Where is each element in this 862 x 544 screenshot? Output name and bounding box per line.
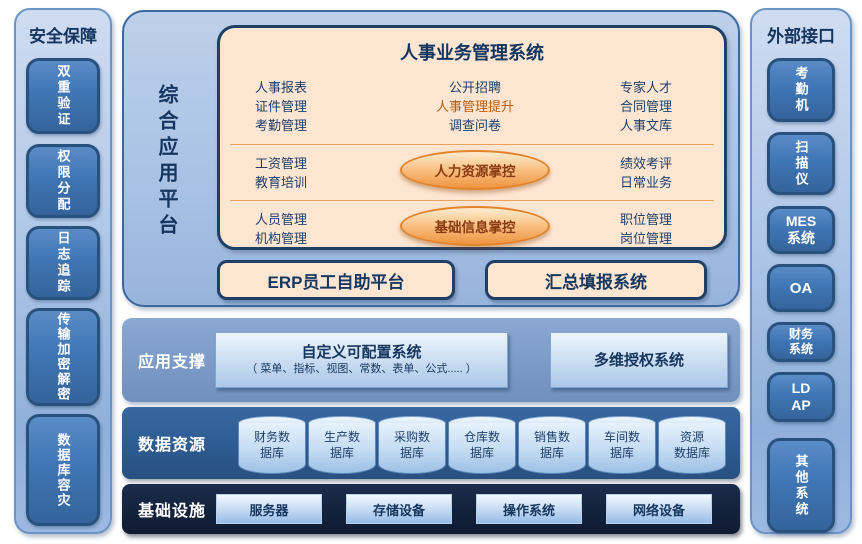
database-cylinder-production: 生产数 据库 [308,416,376,474]
feature-item: 人事报表 [255,80,308,95]
security-panel-title: 安全保障 [29,27,97,46]
feature-item: 岗位管理 [620,231,673,246]
feature-group-right-row2: 绩效考评 日常业务 [620,154,672,192]
interface-item-mes-system: MES 系统 [767,206,835,254]
security-item-log-tracking: 日志追踪 [26,226,100,300]
security-item-permission-assign: 权限分配 [26,144,100,218]
feature-item: 人事文库 [620,118,673,133]
feature-group-left-row2: 工资管理 教育培训 [255,154,307,192]
feature-item: 合同管理 [620,99,673,114]
app-support-label: 应用支撑 [138,354,207,371]
interface-item-attendance-machine: 考勤机 [767,58,835,122]
database-cylinder-warehouse: 仓库数 据库 [448,416,516,474]
platform-label: 综合应用平台 [155,84,177,240]
feature-group-right-row1: 专家人才 合同管理 人事文库 [620,78,672,135]
hr-business-system-panel: 人事业务管理系统 人事报表 证件管理 考勤管理 公开招聘 人事管理提升 调查问卷… [217,25,727,250]
feature-item: 专家人才 [620,80,673,95]
security-panel: 安全保障 双重验证 权限分配 日志追踪 传输加密解密 数据库容灾 [14,8,112,534]
data-resources-panel: 数据资源 财务数 据库 生产数 据库 采购数 据库 仓库数 据库 销售数 据库 … [122,407,740,479]
feature-item: 证件管理 [255,99,308,114]
feature-group-middle-row1: 公开招聘 人事管理提升 调查问卷 [375,78,575,135]
security-item-db-disaster-recovery: 数据库容灾 [26,414,100,526]
summary-reporting-button: 汇总填报系统 [485,260,707,300]
multi-dim-auth-label: 多维授权系统 [593,351,684,369]
interface-item-other-systems: 其他系统 [767,438,835,533]
erp-self-service-button: ERP员工自助平台 [217,260,455,300]
data-resources-label: 数据资源 [138,437,207,454]
feature-item-highlighted: 人事管理提升 [435,99,514,114]
feature-group-left-row1: 人事报表 证件管理 考勤管理 [255,78,307,135]
feature-item: 绩效考评 [620,156,673,171]
feature-item: 日常业务 [620,175,673,190]
feature-item: 工资管理 [255,156,308,171]
base-info-control-ellipse: 基础信息掌控 [400,206,550,246]
feature-group-left-row3: 人员管理 机构管理 [255,210,307,248]
feature-item: 考勤管理 [255,118,308,133]
infra-box-os: 操作系统 [476,494,582,524]
configurable-system-subtitle: （ 菜单、指标、视图、常数、表单、公式..... ） [246,363,477,375]
infra-box-network: 网络设备 [606,494,712,524]
configurable-system-title: 自定义可配置系统 [301,344,422,361]
app-support-panel: 应用支撑 自定义可配置系统 （ 菜单、指标、视图、常数、表单、公式..... ）… [122,318,740,402]
infra-box-server: 服务器 [216,494,322,524]
external-interface-panel-title: 外部接口 [767,27,835,46]
database-cylinder-workshop: 车间数 据库 [588,416,656,474]
hr-system-title: 人事业务管理系统 [400,43,544,63]
external-interface-panel: 外部接口 考勤机 扫描仪 MES 系统 OA 财务 系统 LD AP 其他系统 [750,8,852,534]
infrastructure-label: 基础设施 [138,503,207,520]
database-row: 财务数 据库 生产数 据库 采购数 据库 仓库数 据库 销售数 据库 车间数 据… [238,416,726,474]
feature-item: 机构管理 [255,231,308,246]
feature-item: 教育培训 [255,175,308,190]
interface-item-oa: OA [767,264,835,312]
feature-item: 调查问卷 [448,118,501,133]
interface-item-scanner: 扫描仪 [767,132,835,195]
security-item-encryption: 传输加密解密 [26,308,100,406]
feature-group-right-row3: 职位管理 岗位管理 [620,210,672,248]
feature-item: 人员管理 [255,212,308,227]
interface-item-ldap: LD AP [767,372,835,422]
database-cylinder-finance: 财务数 据库 [238,416,306,474]
application-platform-panel: 综合应用平台 人事业务管理系统 人事报表 证件管理 考勤管理 公开招聘 人事管理… [122,10,740,307]
multi-dim-auth-box: 多维授权系统 [550,332,728,388]
security-item-dual-verification: 双重验证 [26,58,100,134]
feature-item: 公开招聘 [448,80,501,95]
feature-item: 职位管理 [620,212,673,227]
row-divider [230,200,714,201]
hr-control-ellipse: 人力资源掌控 [400,150,550,190]
database-cylinder-resource: 资源 数据库 [658,416,726,474]
row-divider [230,144,714,145]
infra-box-storage: 存储设备 [346,494,452,524]
database-cylinder-sales: 销售数 据库 [518,416,586,474]
database-cylinder-procurement: 采购数 据库 [378,416,446,474]
infrastructure-panel: 基础设施 服务器 存储设备 操作系统 网络设备 [122,484,740,534]
configurable-system-box: 自定义可配置系统 （ 菜单、指标、视图、常数、表单、公式..... ） [215,332,508,388]
interface-item-finance-system: 财务 系统 [767,322,835,362]
